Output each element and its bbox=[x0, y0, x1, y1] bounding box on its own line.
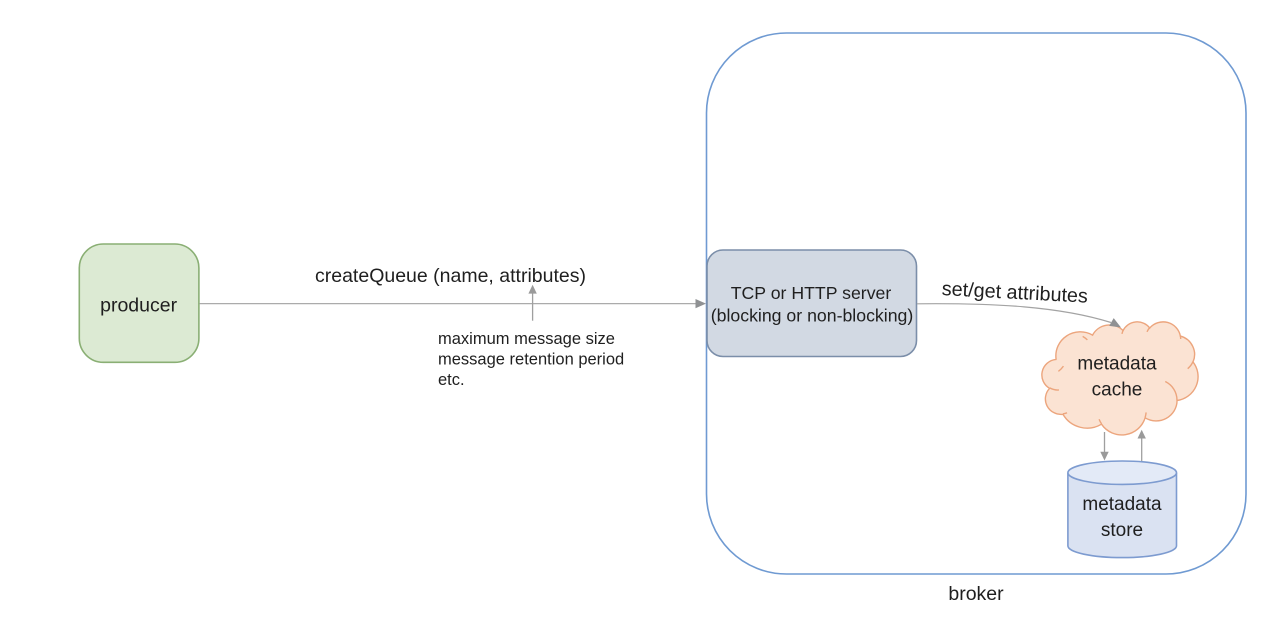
svg-text:metadata: metadata bbox=[1077, 354, 1157, 375]
svg-text:etc.: etc. bbox=[438, 371, 465, 389]
svg-text:cache: cache bbox=[1092, 380, 1143, 401]
svg-text:(blocking or non-blocking): (blocking or non-blocking) bbox=[711, 306, 914, 326]
svg-text:metadata: metadata bbox=[1082, 494, 1162, 515]
svg-text:producer: producer bbox=[100, 295, 177, 317]
svg-text:TCP or HTTP server: TCP or HTTP server bbox=[731, 283, 892, 303]
svg-text:store: store bbox=[1101, 520, 1143, 541]
svg-text:maximum message size: maximum message size bbox=[438, 330, 615, 348]
svg-text:set/get attributes: set/get attributes bbox=[941, 278, 1088, 308]
svg-text:message retention period: message retention period bbox=[438, 351, 624, 369]
svg-text:createQueue (name, attributes): createQueue (name, attributes) bbox=[315, 265, 586, 287]
svg-text:broker: broker bbox=[948, 583, 1004, 605]
